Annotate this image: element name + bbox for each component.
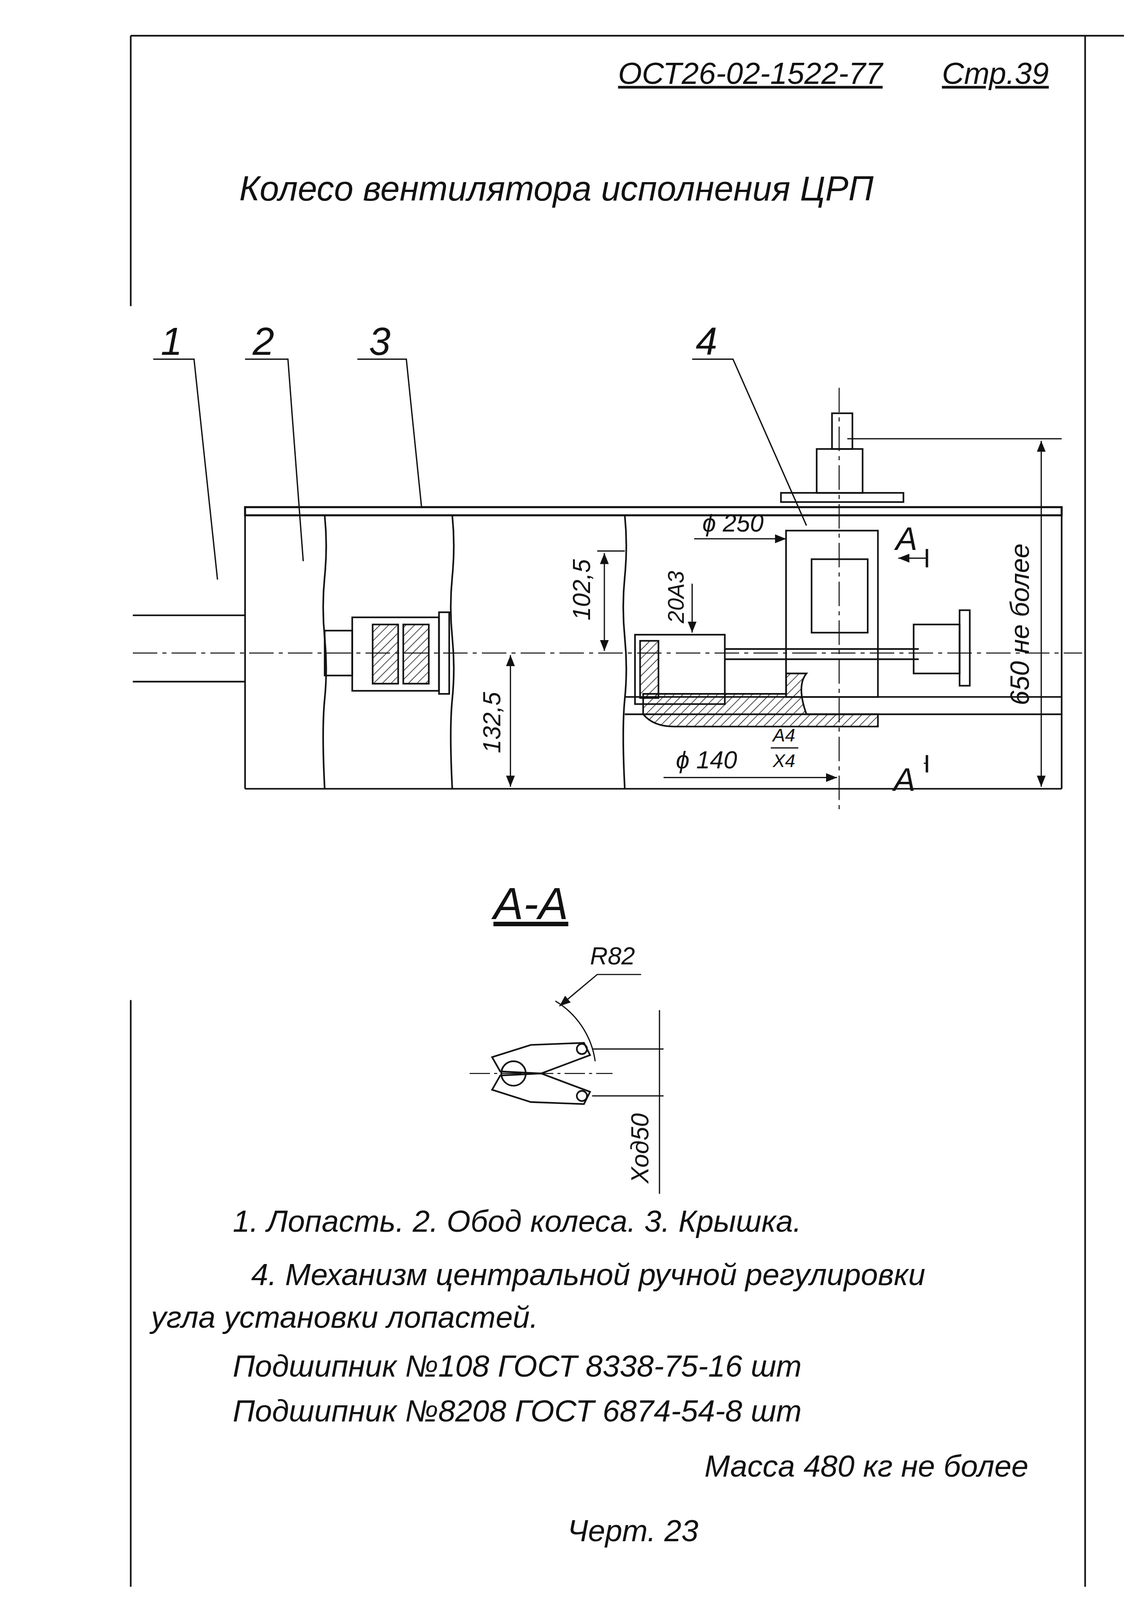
note: 4. Механизм центральной ручной регулиров…	[151, 1253, 928, 1340]
shaft	[132, 615, 1083, 683]
dimension: 132,5	[478, 692, 506, 754]
callout-number: 4	[695, 320, 718, 364]
dimension-lines	[510, 438, 1062, 788]
section-mark: А	[893, 761, 916, 798]
leader-lines	[153, 359, 807, 580]
callout-number: 1	[160, 320, 183, 364]
blade-mechanism	[624, 387, 1062, 812]
hub-bearing	[324, 612, 450, 695]
section-view	[469, 975, 664, 1195]
dimension: Ход50	[626, 1113, 654, 1184]
note: Подшипник №8208 ГОСТ 6874-54-8 шт	[232, 1394, 802, 1429]
dimension: ϕ 140	[675, 747, 738, 775]
note: Масса 480 кг не более	[704, 1449, 1029, 1484]
note: Подшипник №108 ГОСТ 8338-75-16 шт	[232, 1349, 802, 1384]
caption: Черт. 23	[567, 1514, 699, 1549]
callout-number: 2	[252, 320, 275, 364]
note: 1. Лопасть. 2. Обод колеса. 3. Крышка.	[232, 1204, 802, 1239]
fit-tolerance: Х4	[772, 751, 796, 772]
callout-number: 3	[368, 320, 391, 364]
page-number: Стр.39	[941, 56, 1049, 91]
dimension: 650 не более	[1005, 543, 1035, 706]
sheet-frame	[130, 35, 1124, 1588]
dimension: 102,5	[568, 559, 596, 622]
dimension: ϕ 250	[702, 510, 764, 538]
sheet-code: ОСТ26-02-1522-77	[617, 56, 883, 91]
fit-tolerance: А4	[772, 726, 796, 747]
dimension: 20А3	[664, 571, 690, 624]
wheel-body	[244, 507, 1062, 790]
section-mark: А	[895, 520, 918, 557]
section-title: А-А	[493, 878, 569, 928]
title: Колесо вентилятора исполнения ЦРП	[239, 169, 874, 208]
dimension: R82	[590, 943, 635, 971]
